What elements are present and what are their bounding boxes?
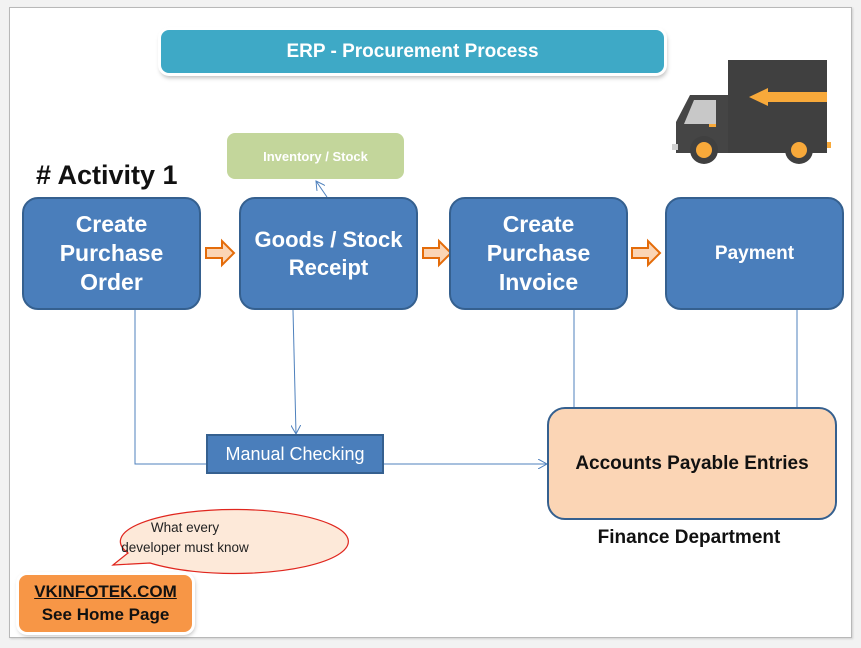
inventory-stock-node[interactable]: Inventory / Stock <box>227 133 404 179</box>
promo-box[interactable]: VKINFOTEK.COM See Home Page <box>19 575 192 632</box>
accounts-payable-node[interactable]: Accounts Payable Entries <box>547 407 837 520</box>
create-purchase-order-node[interactable]: Create Purchase Order <box>22 197 201 310</box>
speech-bubble-text: What every developer must know <box>80 518 290 559</box>
node-label: Payment <box>714 242 795 264</box>
connector-receipt-to-manual <box>293 309 296 434</box>
flow-arrow-1 <box>205 238 236 268</box>
payment-node[interactable]: Payment <box>665 197 844 310</box>
node-label: Create Purchase Order <box>59 211 164 295</box>
home-page-label[interactable]: See Home Page <box>41 604 170 624</box>
create-purchase-invoice-node[interactable]: Create Purchase Invoice <box>449 197 628 310</box>
connector-receipt-to-inventory <box>316 181 328 198</box>
site-link[interactable]: VKINFOTEK.COM <box>34 581 177 601</box>
goods-stock-receipt-node[interactable]: Goods / Stock Receipt <box>239 197 418 310</box>
delivery-truck-icon <box>672 60 831 164</box>
page-title: ERP - Procurement Process <box>161 30 664 73</box>
node-label: Goods / Stock Receipt <box>254 227 403 280</box>
flow-arrow-2 <box>422 238 453 268</box>
flow-arrow-3 <box>631 238 662 268</box>
finance-department-label: Finance Department <box>597 527 781 548</box>
bubble-line-1: What every <box>150 520 220 535</box>
node-label: Create Purchase Invoice <box>486 211 591 295</box>
speech-bubble <box>111 508 349 575</box>
connector-po-to-accounts-payable <box>134 310 206 465</box>
bubble-line-2: developer must know <box>121 540 249 556</box>
manual-checking-node[interactable]: Manual Checking <box>206 434 384 474</box>
activity-heading: # Activity 1 <box>36 160 178 190</box>
